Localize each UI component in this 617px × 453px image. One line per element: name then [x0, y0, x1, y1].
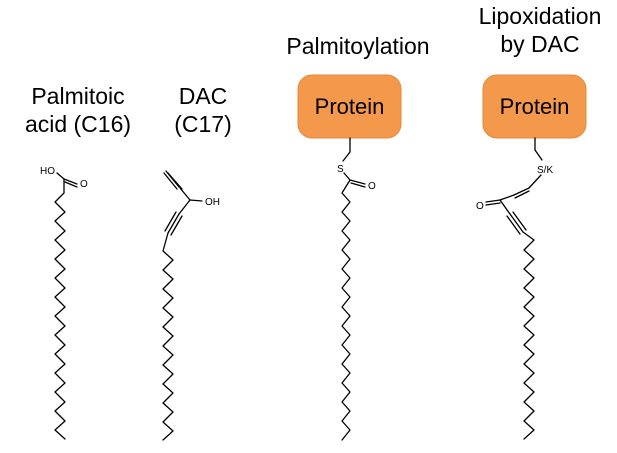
dac-structure: OH: [162, 170, 220, 441]
palmitoic-acid-label: Palmitoic acid (C16): [8, 82, 148, 138]
palmitoylation-structure: S O: [337, 137, 376, 441]
atom-s: S: [337, 164, 344, 175]
lipoxidation-label-line1: Lipoxidation: [478, 3, 602, 29]
palmitoic-acid-structure: HO O: [40, 166, 88, 440]
dac-label-line1: DAC: [178, 83, 228, 109]
atom-ho: HO: [40, 166, 55, 177]
protein-box-lipoxidation: Protein: [482, 74, 587, 139]
atom-o: O: [476, 201, 484, 212]
protein-box-text: Protein: [500, 94, 570, 119]
lipoxidation-structure: S/K O: [476, 137, 553, 440]
lipox-chain: [522, 231, 535, 440]
palmitoylation-label: Palmitoylation: [286, 33, 430, 59]
dac-label-line2: (C17): [174, 111, 232, 137]
atom-o: O: [80, 179, 88, 190]
palmitoyl-chain: [341, 179, 351, 441]
atom-sk: S/K: [537, 165, 553, 176]
lipoxidation-label-line2: by DAC: [500, 31, 580, 57]
dac-chain: [162, 232, 174, 441]
dac-label: DAC (C17): [148, 82, 258, 138]
protein-box-text: Protein: [315, 94, 385, 119]
palmitoic-label-line1: Palmitoic: [31, 83, 125, 109]
palmitoic-label-line2: acid (C16): [24, 111, 132, 137]
protein-box-palmitoylation: Protein: [297, 74, 402, 139]
atom-oh: OH: [205, 197, 220, 208]
atom-o: O: [368, 181, 376, 192]
lipoxidation-label: Lipoxidation by DAC: [460, 2, 617, 58]
palmitoic-chain: [54, 178, 66, 440]
